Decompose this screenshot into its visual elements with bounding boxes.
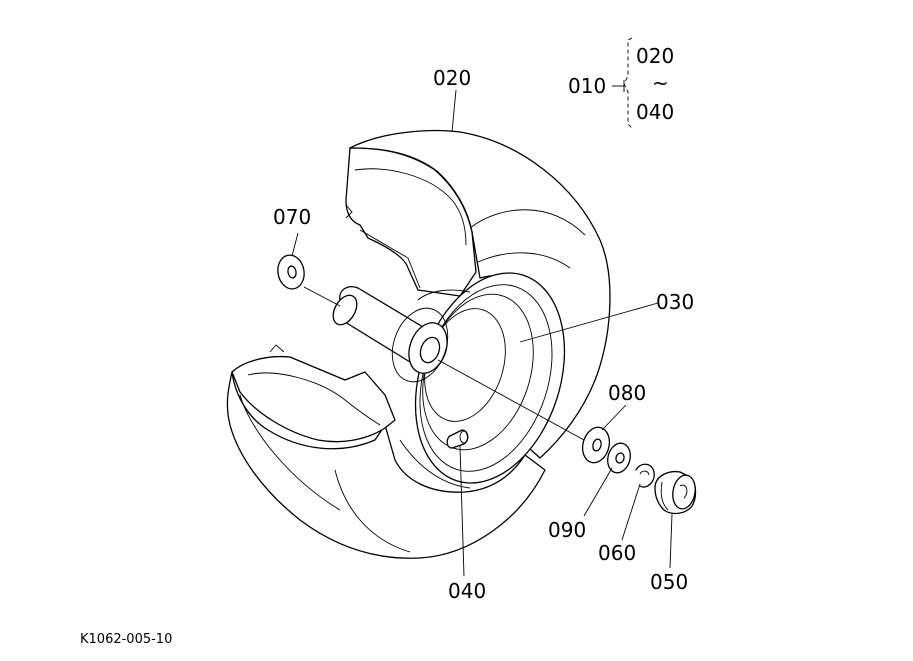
tire [226,129,611,559]
label-020: 020 [433,66,471,90]
label-060: 060 [598,541,636,565]
label-040: 040 [448,579,486,603]
assembly-bracket [612,37,633,129]
label-tilde: ~ [652,71,669,95]
label-020-bracket: 020 [636,44,674,68]
valve-stem [446,429,469,449]
label-010: 010 [568,74,606,98]
label-090: 090 [548,518,586,542]
washer-080 [581,426,611,464]
hub-axle [332,286,449,383]
label-040-bracket: 040 [636,100,674,124]
washer-090 [607,442,631,474]
label-080: 080 [608,381,646,405]
diagram-code: K1062-005-10 [80,632,172,647]
leader-lines [291,89,673,577]
washer-070 [277,254,305,290]
label-050: 050 [650,570,688,594]
label-070: 070 [273,205,311,229]
cap-050 [654,470,697,515]
label-030: 030 [656,290,694,314]
snap-ring-060 [635,463,655,488]
